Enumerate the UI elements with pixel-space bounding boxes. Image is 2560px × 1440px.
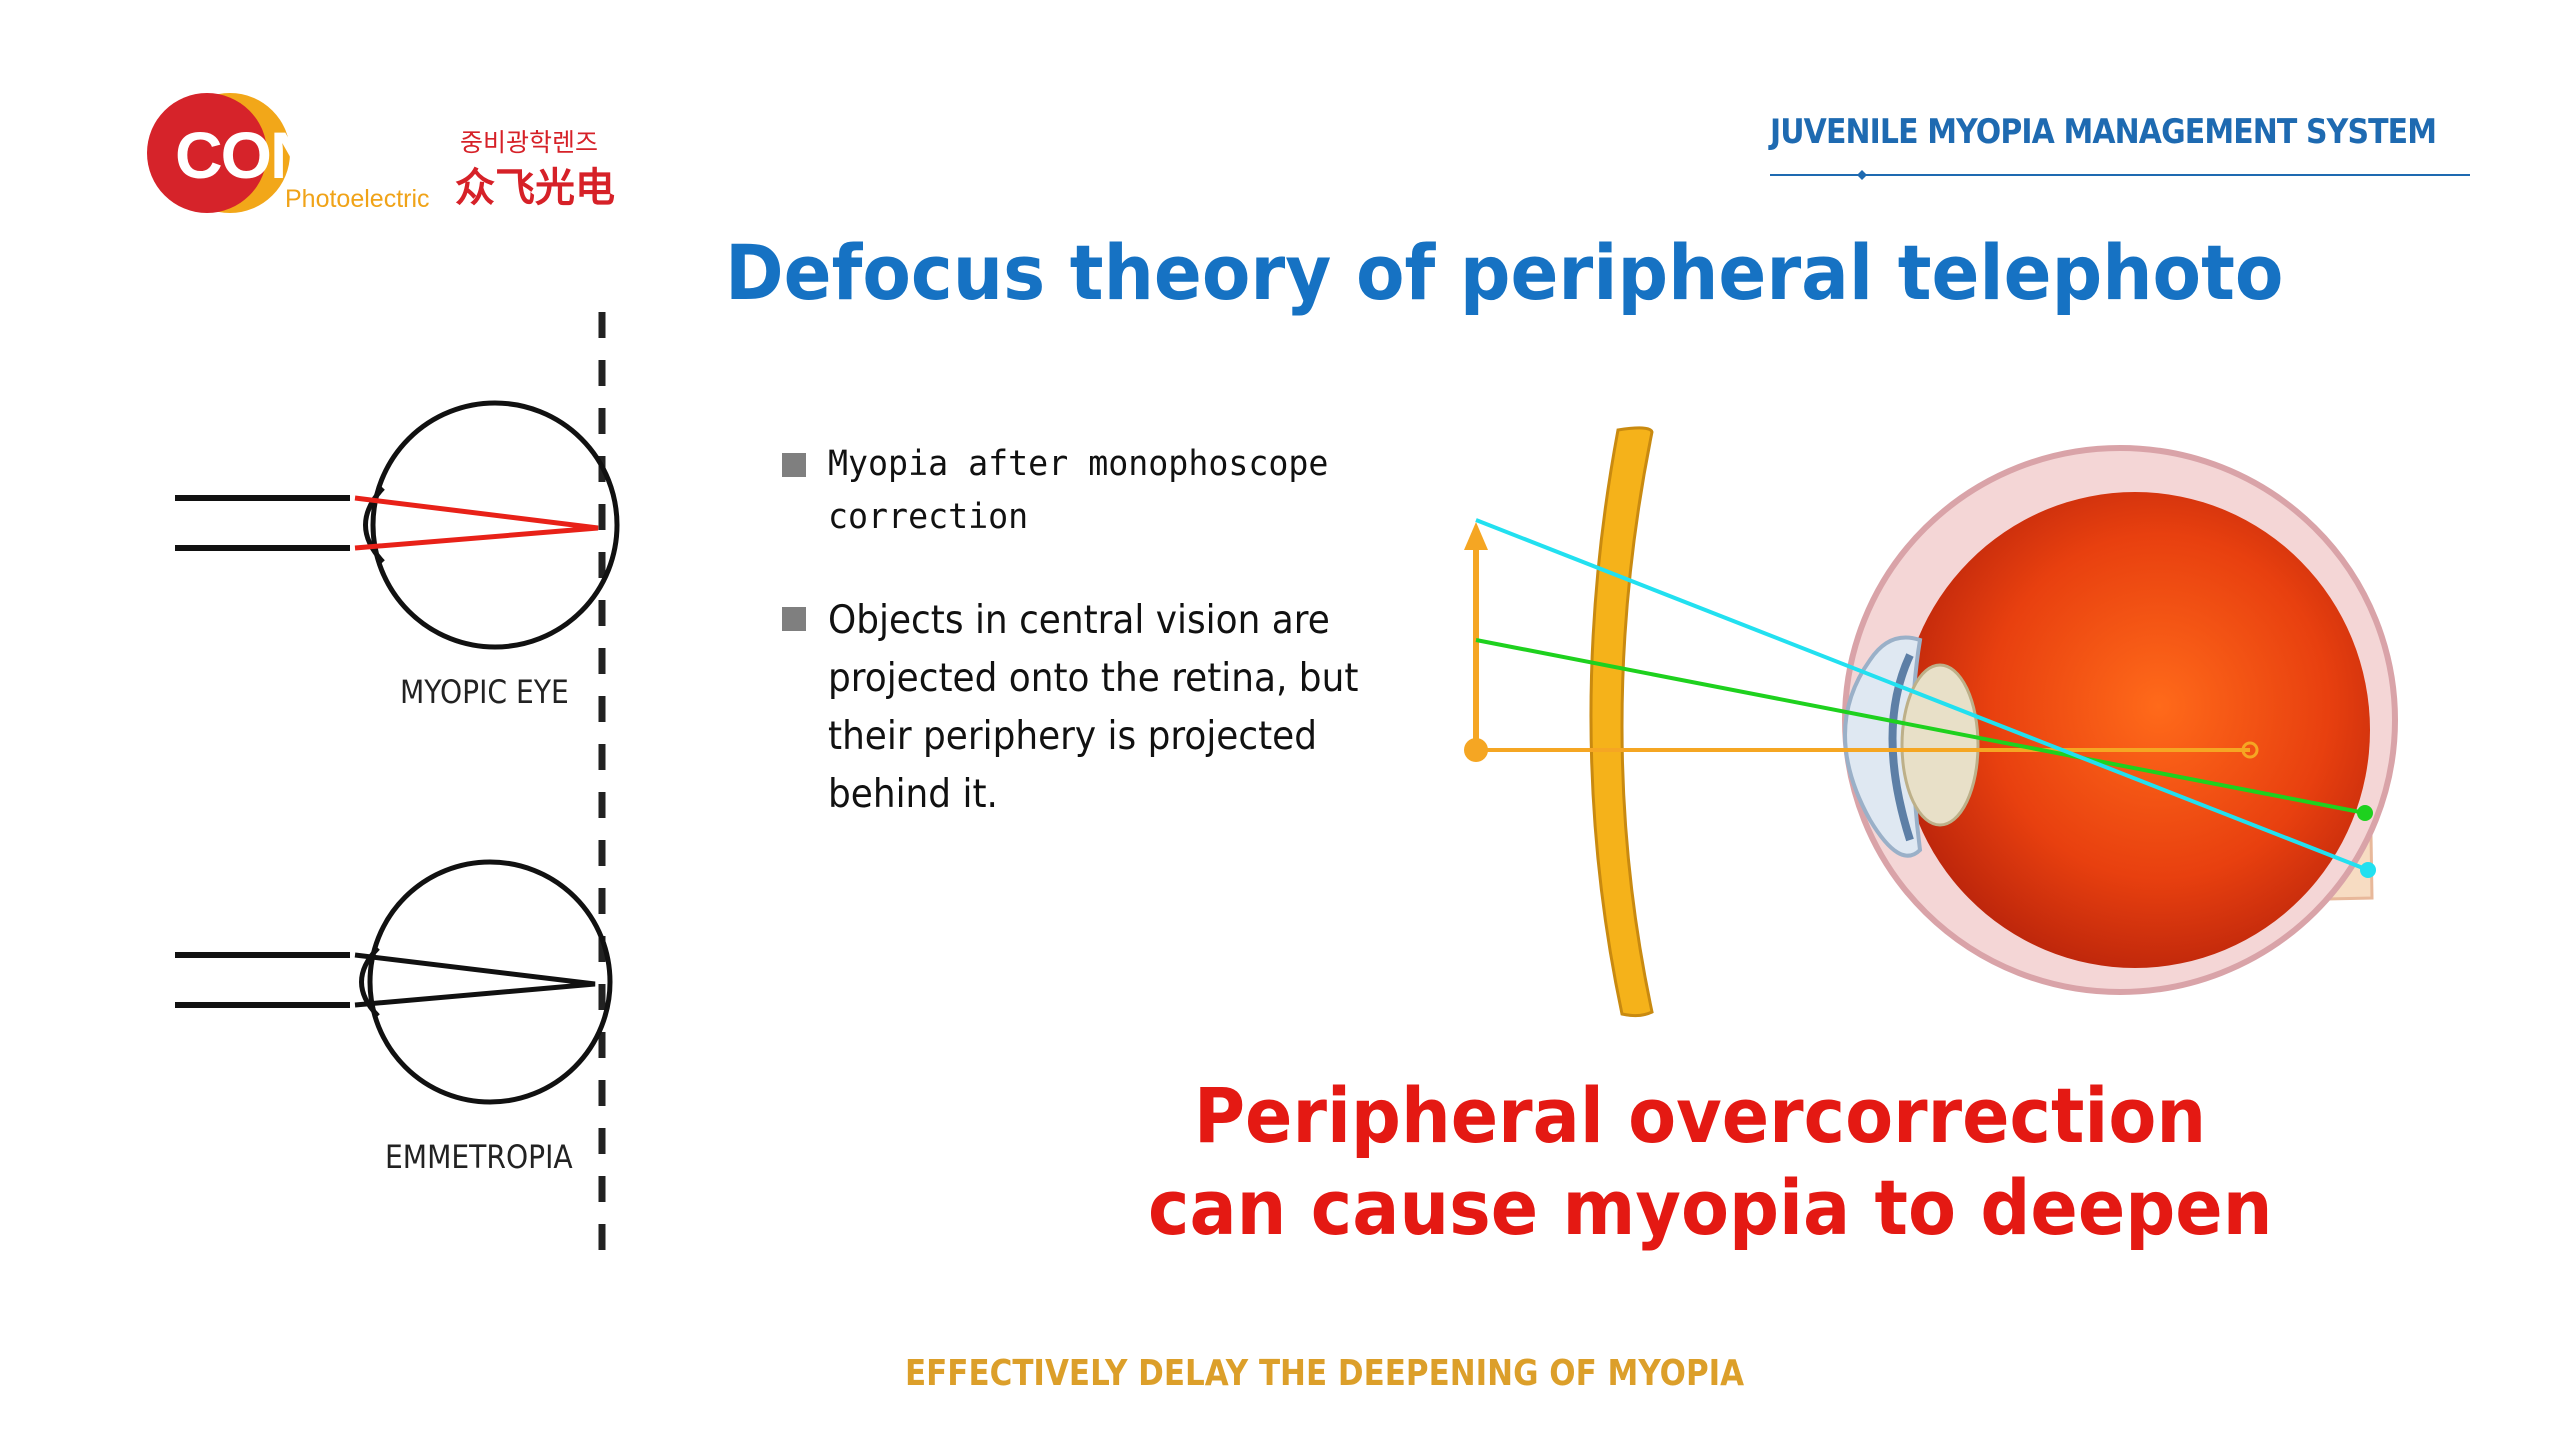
eye-diagrams [150, 300, 670, 1260]
logo-chinese-text: 众飞光电 [455, 155, 615, 213]
emmetropia-label: EMMETROPIA [385, 1138, 573, 1176]
logo-sub-label: Photoelectric [285, 185, 430, 214]
system-title: JUVENILE MYOPIA MANAGEMENT SYSTEM [1770, 112, 2404, 152]
emmetropic-eye-drawing [175, 862, 610, 1102]
bullet-2-text: Objects in central vision are projected … [828, 592, 1398, 824]
header-underline [1770, 167, 2470, 183]
bullet-2-line-2: projected onto the retina, but [828, 650, 1398, 708]
myopic-eye-label: MYOPIC EYE [400, 673, 569, 711]
statement-line-1: Peripheral overcorrection [1148, 1070, 2252, 1162]
bullet-1-text: Myopia after monophoscope correction [828, 438, 1360, 544]
company-logo: CONVOX Photoelectric 중비광학렌즈 众飞光电 [135, 85, 635, 225]
conclusion-statement: Peripheral overcorrection can cause myop… [1100, 1070, 2300, 1254]
bullet-marker [782, 607, 806, 631]
page-title: Defocus theory of peripheral telephoto [725, 228, 2213, 317]
bullet-1-line-2: correction [828, 491, 1360, 544]
statement-line-2: can cause myopia to deepen [1148, 1162, 2252, 1254]
bullet-marker [782, 453, 806, 477]
bullet-1-line-1: Myopia after monophoscope [828, 438, 1360, 491]
footer-slogan: EFFECTIVELY DELAY THE DEEPENING OF MYOPI… [905, 1353, 1679, 1394]
object-arrowhead [1464, 522, 1488, 550]
bullet-2-line-4: behind it. [828, 766, 1398, 824]
bullet-2-line-3: their periphery is projected [828, 708, 1398, 766]
logo-korean-text: 중비광학렌즈 [460, 123, 598, 159]
logo-wordmark: CONVOX [175, 117, 449, 193]
myopic-eye-drawing [175, 403, 617, 647]
eye-lens-illustration [1400, 400, 2400, 1060]
crystalline-lens [1902, 665, 1978, 825]
green-focus-dot [2357, 805, 2373, 821]
bullet-2-line-1: Objects in central vision are [828, 592, 1398, 650]
cyan-focus-dot [2360, 862, 2376, 878]
concave-lens [1591, 428, 1652, 1016]
